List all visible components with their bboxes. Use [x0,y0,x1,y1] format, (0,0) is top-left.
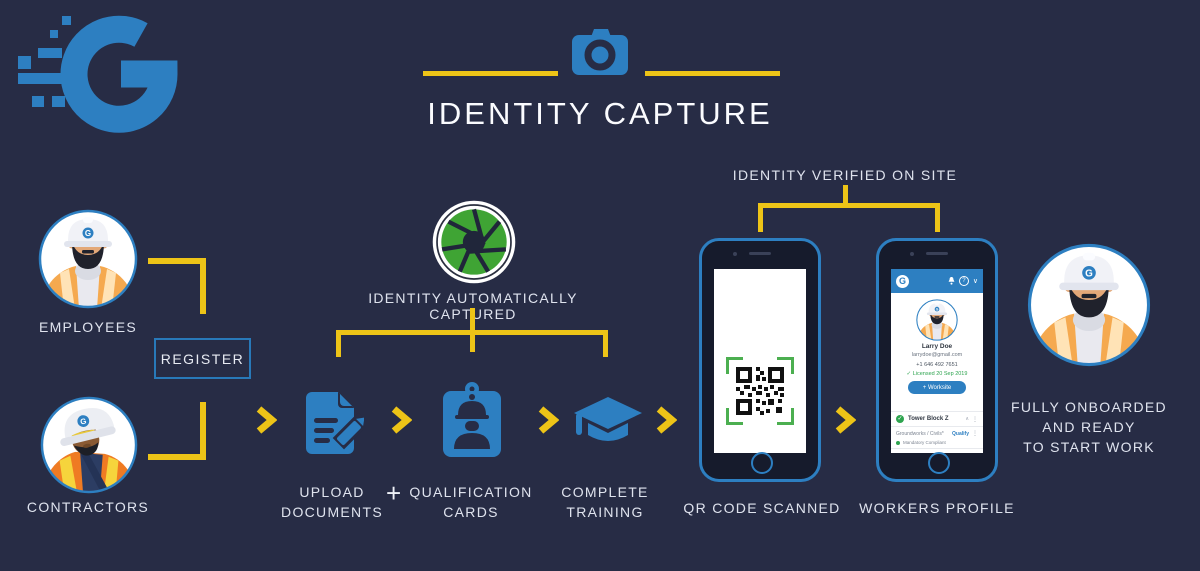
contractors-avatar [40,396,138,494]
qr-phone [699,238,821,482]
profile-phone-screen: G ? ∨ Larry Doe larrydoe@gmail.com +1 64… [891,269,983,453]
chevron-right-icon [256,406,277,434]
row-menu-icon[interactable]: ⋮ [972,431,978,437]
qr-scan-frame [726,357,794,425]
status-dot-green [896,440,900,445]
profile-phone-number: +1 646 492 7651 [916,362,958,368]
site-check-icon: ✓ [896,415,904,423]
phone-speaker [926,252,948,255]
aperture-icon [431,199,517,290]
company-logo [0,0,185,145]
chevron-right-icon [391,406,412,434]
qualify-link[interactable]: Qualify [952,430,969,437]
onboarded-avatar [1027,243,1151,367]
qualification-cards-label: QUALIFICATION CARDS [409,484,533,520]
profile-avatar [916,299,958,341]
app-header-bar: G ? ∨ [891,269,983,293]
bracket-capture-stem [470,308,475,352]
complete-training-label: COMPLETE TRAINING [561,484,649,520]
profile-email: larrydoe@gmail.com [911,352,963,358]
onboarded-caption: FULLY ONBOARDED AND READY TO START WORK [1011,399,1167,455]
qualification-row[interactable]: Groundworks / Civils* Qualify ⋮ [891,426,983,440]
chevron-right-icon [538,406,559,434]
qualification-cards-icon [441,381,503,464]
upload-documents-label: UPLOAD DOCUMENTS [281,484,383,520]
phone-home-button [928,452,950,474]
bracket-verified-stem [843,185,848,205]
employees-avatar [38,209,138,309]
logo-g-icon [18,15,178,133]
upload-documents-icon [300,390,370,461]
row-status: Mandatory Compliant [891,440,983,448]
row-title: OSHA 10 / CSCS / Safepass * [896,453,972,454]
collapse-icon[interactable]: ∧ [965,416,969,422]
employees-label: EMPLOYEES [38,319,138,335]
complete-training-icon [570,395,642,458]
app-logo-icon: G [896,274,909,288]
phone-camera-dot [910,252,914,256]
qr-scanned-label: QR CODE SCANNED [683,500,841,516]
page-title: IDENTITY CAPTURE [427,96,773,131]
qr-code [734,365,786,417]
bracket-verified [758,203,940,232]
worksite-row[interactable]: ✓ Tower Block Z ∧ ⋮ [891,411,983,426]
row-menu-icon[interactable]: ⋮ [972,452,978,453]
workers-profile-label: WORKERS PROFILE [859,500,1015,516]
profile-name: Larry Doe [921,343,953,350]
plus-sign: + [386,478,402,508]
phone-home-button [751,452,773,474]
phone-speaker [749,252,771,255]
contractors-label: CONTRACTORS [26,499,150,515]
qualification-row[interactable]: OSHA 10 / CSCS / Safepass * ⋮ [891,448,983,453]
help-icon[interactable]: ? [958,276,969,286]
connector-register-contractors [148,402,206,460]
title-rule-right [645,71,780,76]
verified-on-site-caption: IDENTITY VERIFIED ON SITE [732,167,958,183]
bell-icon[interactable] [948,277,955,285]
chevron-right-icon [656,406,677,434]
row-menu-icon[interactable]: ⋮ [972,416,978,423]
chevron-right-icon [835,406,856,434]
qr-phone-screen [714,269,806,453]
connector-employees-register [148,258,206,314]
chevron-down-icon[interactable]: ∨ [972,278,978,285]
site-name: Tower Block Z [908,416,949,422]
title-rule-left [423,71,558,76]
row-title: Groundworks / Civils* [896,430,944,437]
licensed-check-icon: ✓ [906,371,912,377]
profile-licensed: ✓ Licensed 20 Sep 2019 [906,371,968,377]
register-button[interactable]: REGISTER [154,338,251,379]
profile-phone: G ? ∨ Larry Doe larrydoe@gmail.com +1 64… [876,238,998,482]
phone-camera-dot [733,252,737,256]
camera-icon [571,25,629,82]
add-worksite-button[interactable]: + Worksite [908,381,966,394]
